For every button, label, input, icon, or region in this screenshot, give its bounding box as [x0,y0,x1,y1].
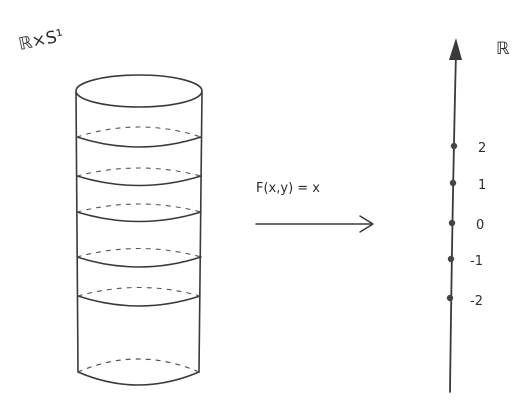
codomain-label: ℝ [496,39,510,59]
slice-circle [76,203,202,223]
tick-labels: 2 1 0 -1 -2 [470,141,486,309]
arrow-up-icon [449,38,462,60]
map-label: F(x,y) = x [256,181,320,196]
point-marker [446,294,454,302]
cylinder-top-ellipse [75,74,203,108]
tick-label: 1 [478,178,486,193]
point-marker [447,255,455,263]
real-line [449,38,462,393]
point-marker [450,142,458,150]
tick-label: -2 [470,294,483,309]
slice-circle [76,247,202,268]
cylinder-bottom-front-arc [77,371,200,386]
cylinder [75,74,203,386]
point-marker [448,219,456,227]
tick-points [446,142,458,302]
tick-label: -1 [470,254,483,269]
slice-circle [76,167,202,187]
tick-label: 2 [478,141,486,156]
domain-label: ℝ×S¹ [17,26,65,55]
slice-circle [76,126,202,148]
cylinder-right-side [198,91,203,373]
point-marker [449,179,457,187]
slice-circle [77,286,201,307]
cylinder-left-side [75,91,79,373]
cylinder-bottom-back-arc [77,358,200,373]
tick-label: 0 [476,218,484,233]
map-arrow [255,215,374,233]
